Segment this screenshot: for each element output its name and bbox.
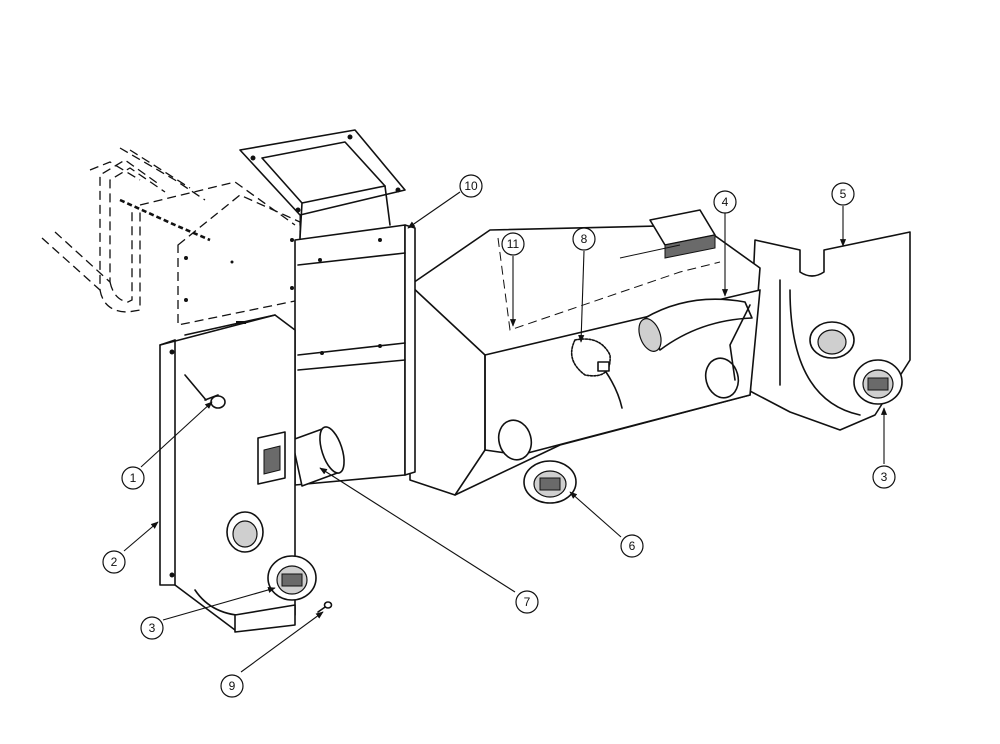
callout-10-label: 10 [464,179,478,193]
callout-7-label: 7 [524,595,531,609]
callout-3b-label: 3 [881,470,888,484]
callout-9: 9 [220,674,244,698]
callout-4-label: 4 [722,195,729,209]
cable-tie [570,338,623,409]
callout-5-label: 5 [840,187,847,201]
callout-4: 4 [713,190,737,214]
screw [317,601,333,613]
vent-louver-right [853,359,903,405]
callout-8: 8 [572,227,596,251]
bolt [184,374,226,409]
callout-1-label: 1 [130,471,137,485]
center-duct [409,209,761,496]
callout-2: 2 [102,550,126,574]
dashed-pipe-outline [41,147,296,313]
connector-tube [291,426,345,487]
callout-1: 1 [121,466,145,490]
callout-3b: 3 [872,465,896,489]
callout-6-label: 6 [629,539,636,553]
callout-11: 11 [501,232,525,256]
callout-8-label: 8 [581,232,588,246]
callout-3a: 3 [140,616,164,640]
vertical-riser-duct [239,129,416,486]
dashed-mounting-bracket [119,194,301,326]
callout-10: 10 [459,174,483,198]
vent-louver-left [267,555,317,601]
callout-11-label: 11 [507,237,520,251]
callout-9-label: 9 [229,679,236,693]
callout-7: 7 [515,590,539,614]
callout-2-label: 2 [111,555,118,569]
callout-5: 5 [831,182,855,206]
callout-6: 6 [620,534,644,558]
vent-louver-center [523,460,577,504]
callout-3a-label: 3 [149,621,156,635]
left-housing [159,314,296,633]
flex-hose [638,298,753,381]
leader-lines [123,191,888,673]
